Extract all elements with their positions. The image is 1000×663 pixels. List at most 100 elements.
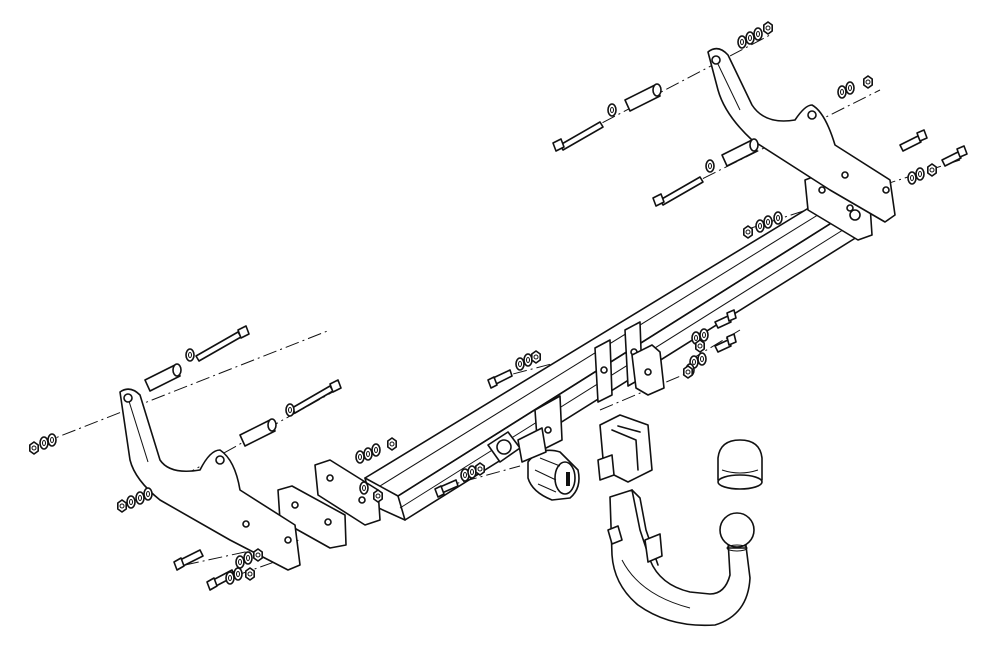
washer-hole (246, 555, 250, 561)
washer-hole (366, 451, 370, 457)
washer-hole (129, 499, 133, 505)
short-bolt (173, 549, 204, 571)
short-bolt (899, 129, 928, 152)
washer (39, 436, 49, 450)
spacer-tube (144, 363, 182, 392)
nut-hole (389, 441, 395, 447)
washer-hole (146, 491, 150, 497)
washer-hole (776, 215, 780, 221)
washer (699, 328, 709, 342)
washer (515, 357, 525, 371)
nut (117, 499, 127, 513)
washer (135, 491, 145, 505)
washer (235, 555, 245, 569)
washer-hole (708, 163, 712, 169)
nut (743, 225, 753, 239)
left-side-bracket (119, 388, 301, 571)
nut-hole (119, 503, 125, 509)
crossbar-beam (364, 194, 866, 521)
washer (363, 447, 373, 461)
short-bolt (714, 333, 737, 353)
nut (475, 462, 485, 476)
washer-hole (918, 171, 922, 177)
nut-hole (247, 571, 253, 577)
nut (763, 21, 773, 35)
left-end-plate (314, 459, 381, 526)
washer (243, 551, 253, 565)
nut (695, 339, 705, 353)
washer-hole (694, 335, 698, 341)
nut-hole (929, 167, 935, 173)
washer-hole (238, 559, 242, 565)
nut (927, 163, 937, 177)
spacer-tube (624, 83, 662, 112)
socket-mount-plate (517, 427, 547, 463)
washer-hole (236, 571, 240, 577)
washer-hole (288, 407, 292, 413)
washer-hole (470, 469, 474, 475)
short-bolt (434, 479, 459, 498)
nut-hole (765, 25, 771, 31)
long-bolts (195, 121, 704, 414)
nut (683, 365, 693, 379)
washer-hole (848, 85, 852, 91)
tow-ball-neck (607, 489, 751, 627)
washer (126, 495, 136, 509)
nut-hole (477, 466, 483, 472)
beam-center-bracket (631, 344, 665, 396)
washer (753, 27, 763, 41)
washer-hole (756, 31, 760, 37)
washer (233, 567, 243, 581)
washer (705, 159, 715, 173)
washer-hole (526, 357, 530, 363)
nut-hole (697, 343, 703, 349)
washer-hole (700, 356, 704, 362)
washer-hole (50, 437, 54, 443)
washer (773, 211, 783, 225)
nut (531, 350, 541, 364)
electrical-socket (527, 449, 580, 501)
nut (253, 548, 263, 562)
long-bolt (652, 176, 704, 207)
washer (523, 353, 533, 367)
nut-hole (533, 354, 539, 360)
washer (755, 219, 765, 233)
nut (29, 441, 39, 455)
washer-hole (358, 454, 362, 460)
washer-hole (138, 495, 142, 501)
washer (143, 487, 153, 501)
right-side-bracket (707, 47, 896, 223)
washer-hole (228, 575, 232, 581)
washer-hole (610, 107, 614, 113)
washer-hole (748, 35, 752, 41)
washer-hole (758, 223, 762, 229)
washer (467, 465, 477, 479)
tow-ball-cover (717, 439, 763, 490)
nut-hole (31, 445, 37, 451)
washer (607, 103, 617, 117)
nut-hole (685, 369, 691, 375)
nut-hole (375, 493, 381, 499)
washer (907, 171, 917, 185)
washer-hole (374, 447, 378, 453)
washer (185, 348, 195, 362)
nut-hole (865, 79, 871, 85)
long-bolt (552, 121, 604, 152)
washer-hole (692, 359, 696, 365)
washer (47, 433, 57, 447)
washer-hole (766, 219, 770, 225)
washer-hole (463, 472, 467, 478)
nut-hole (745, 229, 751, 235)
tow-ball (719, 512, 755, 552)
spacer-tube (721, 138, 759, 167)
washer-hole (188, 352, 192, 358)
washer-hole (702, 332, 706, 338)
washer (371, 443, 381, 457)
nut (387, 437, 397, 451)
washer (915, 167, 925, 181)
washer (359, 481, 369, 495)
nut (373, 489, 383, 503)
washer (355, 450, 365, 464)
